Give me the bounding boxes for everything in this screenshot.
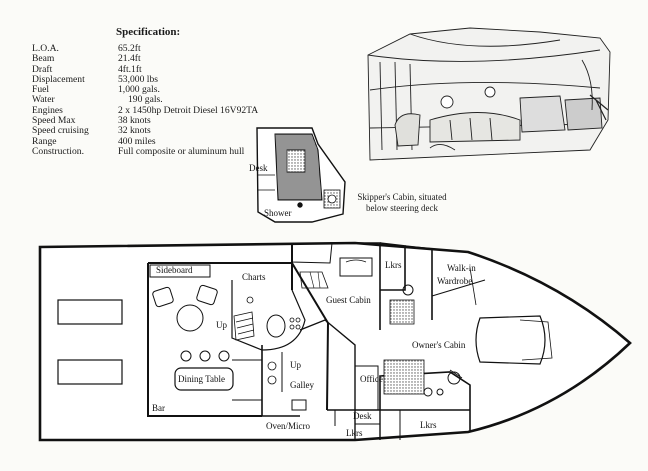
- spec-label: Speed Max: [32, 115, 76, 127]
- helm-knob: [289, 324, 295, 330]
- spec-row-water: Water 190 gals.: [32, 94, 258, 106]
- spec-row-fuel: Fuel 1,000 gals.: [32, 84, 258, 96]
- wardrobe-label: Wardrobe: [437, 276, 472, 286]
- caption-line: Skipper's Cabin, situated: [357, 192, 447, 202]
- up-label: Up: [290, 360, 301, 370]
- spec-row-beam: Beam 21.4ft: [32, 53, 258, 65]
- spec-row-engines: Engines 2 x 1450hp Detroit Diesel 16V92TA: [32, 104, 259, 116]
- spec-row-range: Range 400 miles: [32, 135, 258, 147]
- spec-value: 2 x 1450hp Detroit Diesel 16V92TA: [118, 104, 259, 116]
- dining-table-label: Dining Table: [178, 374, 225, 384]
- stairs-up: [233, 311, 255, 341]
- spec-value: 21.4ft: [118, 53, 141, 65]
- spec-value: 1,000 gals.: [118, 84, 160, 96]
- spec-row-speed-cruising: Speed cruising 32 knots: [32, 125, 258, 137]
- sideboard: [149, 264, 211, 278]
- yacht-floorplan: Sideboard Charts Up Up Guest Cabin Lkrs …: [38, 241, 632, 442]
- bar-label: Bar: [152, 403, 165, 413]
- galley-stool: [267, 361, 277, 371]
- guest-cabin-label: Guest Cabin: [326, 295, 371, 305]
- spec-label: Water: [32, 94, 55, 106]
- spec-label: Speed cruising: [32, 125, 89, 137]
- spec-value: Full composite or aluminum hull: [118, 145, 245, 157]
- inset-shower-label: Shower: [264, 208, 292, 218]
- spec-label: L.O.A.: [32, 43, 59, 54]
- inset-desk-label: Desk: [249, 163, 268, 173]
- helm-knob: [295, 317, 301, 323]
- dining-table: [174, 367, 234, 391]
- charts-label: Charts: [242, 272, 266, 282]
- spec-row-loa: L.O.A. 65.2ft: [32, 43, 258, 54]
- skipper-cabin-caption: Skipper's Cabin, situated below steering…: [352, 192, 452, 213]
- spec-row-speed-max: Speed Max 38 knots: [32, 115, 258, 127]
- walk-in-label: Walk-in: [447, 263, 476, 273]
- spec-value: 400 miles: [118, 135, 156, 147]
- spec-title: Specification:: [116, 26, 181, 38]
- galley-label: Galley: [290, 380, 314, 390]
- lkrs-top-label: Lkrs: [385, 260, 402, 270]
- dining-stool: [199, 350, 211, 362]
- spec-value: 32 knots: [118, 125, 151, 137]
- spec-value: 38 knots: [118, 115, 151, 127]
- galley-stool: [267, 375, 277, 385]
- spec-label: Engines: [32, 104, 63, 116]
- lounge-chair: [152, 286, 174, 308]
- spec-label: Draft: [32, 63, 53, 75]
- office-label: Office: [360, 374, 383, 384]
- helm-knob: [295, 324, 301, 330]
- hull-outline: [38, 241, 632, 442]
- spec-value: 190 gals.: [128, 94, 163, 106]
- interior-sketch: [367, 27, 611, 161]
- lounge-chair: [196, 284, 218, 306]
- spec-label: Construction.: [32, 145, 84, 157]
- spec-row-draft: Draft 4ft.1ft: [32, 63, 258, 75]
- spec-label: Fuel: [32, 84, 50, 96]
- top-head: [389, 299, 415, 325]
- up-label: Up: [216, 320, 227, 330]
- oven-micro-label: Oven/Micro: [266, 421, 310, 431]
- stern-window-upper: [57, 299, 123, 325]
- helm-seat: [266, 314, 286, 338]
- caption-line: below steering deck: [366, 202, 438, 213]
- owners-cabin-label: Owner's Cabin: [412, 340, 466, 350]
- spec-row-displacement: Displacement 53,000 lbs: [32, 73, 258, 85]
- spec-label: Beam: [32, 53, 55, 65]
- spec-value: 65.2ft: [118, 43, 141, 54]
- spec-label: Range: [32, 135, 57, 147]
- desk-label: Desk: [353, 411, 372, 421]
- dining-stool: [180, 350, 192, 362]
- spec-value: 4ft.1ft: [118, 63, 142, 75]
- lower-head: [383, 359, 425, 395]
- sideboard-label: Sideboard: [156, 265, 193, 275]
- stern-window-lower: [57, 359, 123, 385]
- spec-label: Displacement: [32, 73, 85, 85]
- skipper-cabin-inset: Desk Shower: [249, 127, 346, 223]
- helm-knob: [289, 317, 295, 323]
- spec-row-construction: Construction. Full composite or aluminum …: [32, 145, 258, 157]
- washbasin: [402, 284, 414, 296]
- oven: [291, 399, 307, 411]
- owners-bed: [475, 315, 546, 365]
- spec-table: L.O.A. 65.2ft Beam 21.4ft Draft 4ft.1ft Dis…: [32, 43, 259, 157]
- coffee-table: [176, 304, 204, 332]
- washbasin-lower: [423, 387, 433, 397]
- lkrs-bottom-label: Lkrs: [420, 420, 437, 430]
- spec-value: 53,000 lbs: [118, 73, 158, 85]
- lkrs-bottom-label: Lkrs: [346, 428, 363, 438]
- dining-stool: [218, 350, 230, 362]
